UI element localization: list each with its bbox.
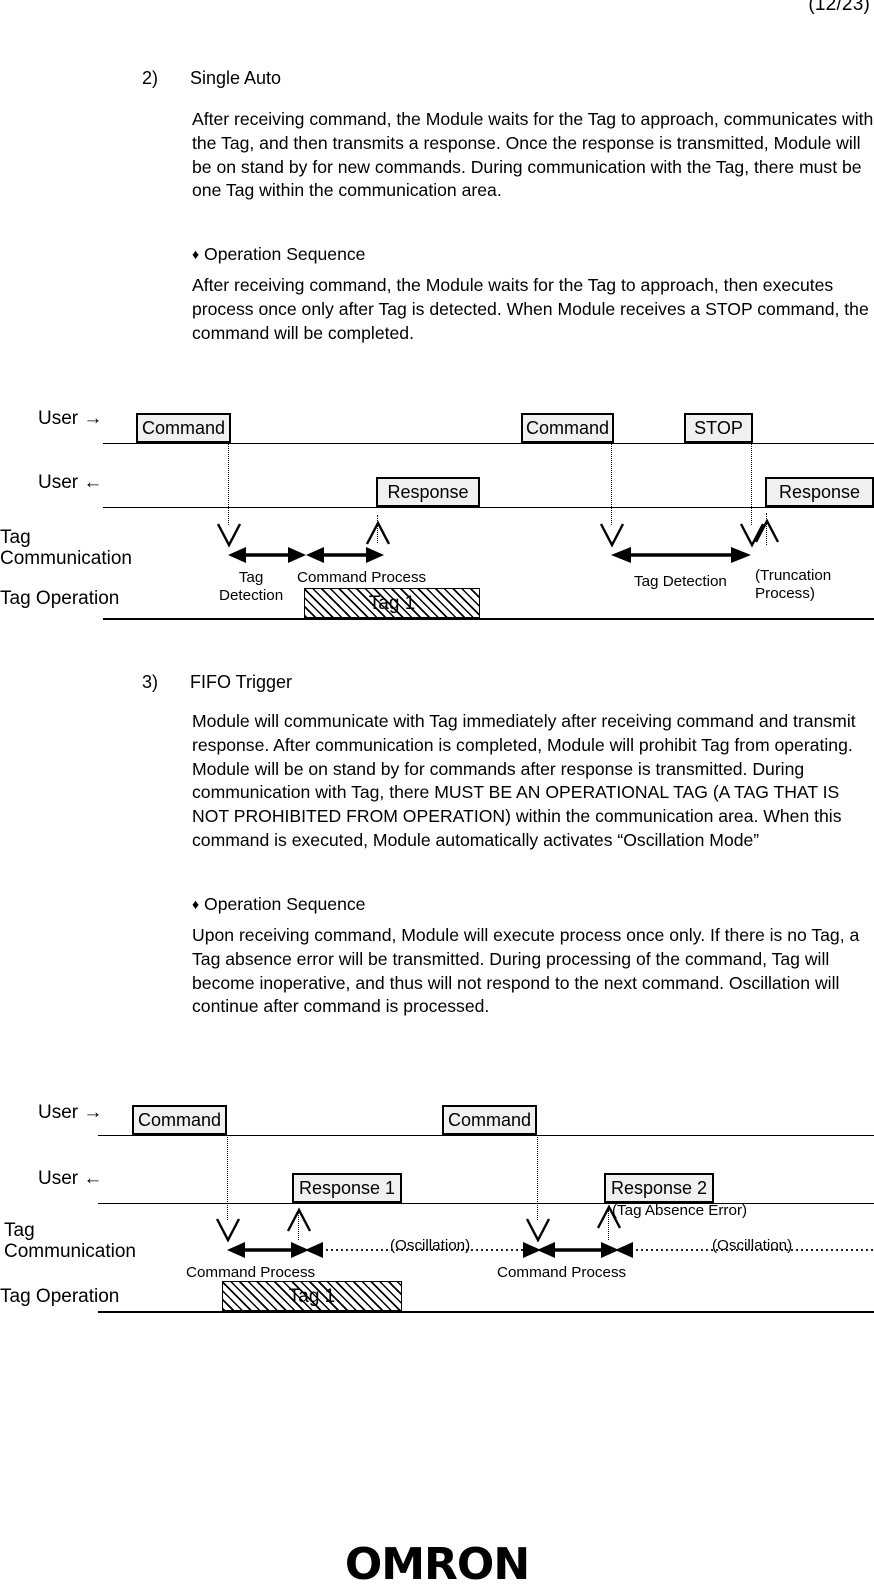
- diagram2-axis-tag-operation: [98, 1311, 874, 1313]
- diagram2-axis-user-in: [98, 1203, 874, 1204]
- diagram1-chevron-down-3: [738, 521, 766, 549]
- diagram2-label-tag-communication: Tag Communication: [4, 1220, 136, 1262]
- diagram2-caption-command-process-1: Command Process: [186, 1264, 316, 1281]
- diagram2-arrow-command-process-1: [227, 1241, 309, 1259]
- diagram2-caption-oscillation-2: (Oscillation): [712, 1237, 793, 1254]
- operation-sequence-label: Operation Sequence: [204, 894, 366, 914]
- diagram1-tag-operation-label: Tag 1: [368, 592, 416, 614]
- diagram2-tag-operation-label: Tag 1: [288, 1285, 336, 1307]
- diagram1-arrow-tag-detection-1: [228, 546, 306, 564]
- diagram1-label-user-out: User →: [38, 408, 103, 429]
- diagram2-chevron-up-2: [595, 1203, 623, 1231]
- diagram1-chevron-up-2: [753, 517, 781, 545]
- diagram2-label-user-in: User ←: [38, 1168, 103, 1189]
- diagram2-caption-command-process-2: Command Process: [497, 1264, 627, 1281]
- section-number: 2): [142, 68, 159, 88]
- diagram1-axis-user-out: [103, 443, 874, 444]
- diagram1-axis-tag-operation: [103, 618, 874, 620]
- diagram1-tag-operation-block: Tag 1: [304, 588, 480, 618]
- section-heading-2: 2) Single Auto: [142, 68, 281, 89]
- diagram1-stop-box: STOP: [684, 413, 753, 443]
- diagram2-caption-tag-absence-error: (Tag Absence Error): [612, 1202, 748, 1219]
- operation-sequence-label: Operation Sequence: [204, 244, 366, 264]
- diagram1-dotted-connector-resp2: [766, 513, 767, 545]
- diagram1-command-box-1: Command: [136, 413, 231, 443]
- diagram1-label-tag-operation: Tag Operation: [0, 588, 120, 609]
- section-title: FIFO Trigger: [190, 672, 293, 692]
- diagram1-arrow-command-process: [306, 546, 384, 564]
- diagram2-command-box-1: Command: [132, 1105, 227, 1135]
- diagram2-command-box-2: Command: [442, 1105, 537, 1135]
- section-title: Single Auto: [190, 68, 282, 88]
- diagram2-oscillation-span-2: [615, 1241, 874, 1259]
- diagram2-caption-oscillation-1: (Oscillation): [390, 1237, 471, 1254]
- section-2-sequence-body: After receiving command, the Module wait…: [192, 275, 869, 343]
- section-heading-3: 3) FIFO Trigger: [142, 672, 292, 693]
- diagram1-label-user-in: User ←: [38, 472, 103, 493]
- section-2-body: After receiving command, the Module wait…: [192, 109, 874, 201]
- diagram1-label-tag-communication: Tag Communication: [0, 527, 132, 569]
- diagram2-dotted-connector-cmd1: [227, 1135, 228, 1220]
- diagram1-response-box-2: Response: [765, 477, 874, 507]
- diagram2-label-user-out: User →: [38, 1102, 103, 1123]
- diagram1-caption-truncation-process: (Truncation Process): [755, 567, 832, 602]
- diagram1-dotted-connector-resp1: [377, 515, 378, 543]
- diagram2-chevron-down-2: [524, 1216, 552, 1244]
- page-number-header: (12/23): [808, 0, 870, 15]
- operation-sequence-heading-2: ♦ Operation Sequence: [192, 893, 365, 917]
- diagram2-tag-operation-block: Tag 1: [222, 1281, 402, 1311]
- timing-diagram-fifo-trigger: User → User ← Tag Communication Tag Oper…: [0, 1088, 874, 1328]
- diagram2-arrow-command-process-2: [537, 1241, 619, 1259]
- diagram2-chevron-down-1: [214, 1216, 242, 1244]
- diagram1-caption-tag-detection-2: Tag Detection: [634, 573, 727, 590]
- omron-logo: OMRON: [344, 1539, 530, 1590]
- diagram2-response-box-1: Response 1: [292, 1173, 402, 1203]
- diagram1-chevron-up-1: [364, 519, 392, 547]
- diagram1-response-box-1: Response: [376, 477, 480, 507]
- diagram2-dotted-connector-resp1: [298, 1210, 299, 1240]
- operation-sequence-heading-1: ♦ Operation Sequence: [192, 243, 365, 267]
- diagram1-dotted-connector-cmd2: [611, 443, 612, 525]
- diagram2-chevron-up-1: [285, 1206, 313, 1234]
- diagram1-chevron-down-2: [598, 521, 626, 549]
- diagram2-dotted-connector-cmd2: [537, 1135, 538, 1220]
- diagram2-dotted-connector-resp2: [608, 1210, 609, 1240]
- diamond-bullet-icon: ♦: [192, 246, 200, 262]
- diagram1-chevron-down-1: [215, 521, 243, 549]
- diagram2-oscillation-span-1: [305, 1241, 541, 1259]
- timing-diagram-single-auto: User → User ← Tag Communication Tag Oper…: [0, 395, 874, 635]
- section-3-body: Module will communicate with Tag immedia…: [192, 711, 856, 850]
- diagram1-axis-user-in: [103, 507, 874, 508]
- diagram1-command-box-2: Command: [521, 413, 614, 443]
- diagram2-label-tag-operation: Tag Operation: [0, 1286, 120, 1307]
- diagram1-arrow-tag-detection-2: [611, 546, 751, 564]
- diagram2-axis-user-out: [98, 1135, 874, 1136]
- section-number: 3): [142, 672, 159, 692]
- diagram2-response-box-2: Response 2: [604, 1173, 714, 1203]
- diagram1-caption-command-process: Command Process: [297, 569, 427, 586]
- diamond-bullet-icon: ♦: [192, 896, 200, 912]
- diagram1-dotted-connector-cmd1: [228, 443, 229, 525]
- diagram1-dotted-connector-stop: [751, 443, 752, 525]
- diagram1-caption-tag-detection-1: Tag Detection: [219, 569, 284, 604]
- section-3-sequence-body: Upon receiving command, Module will exec…: [192, 925, 860, 1017]
